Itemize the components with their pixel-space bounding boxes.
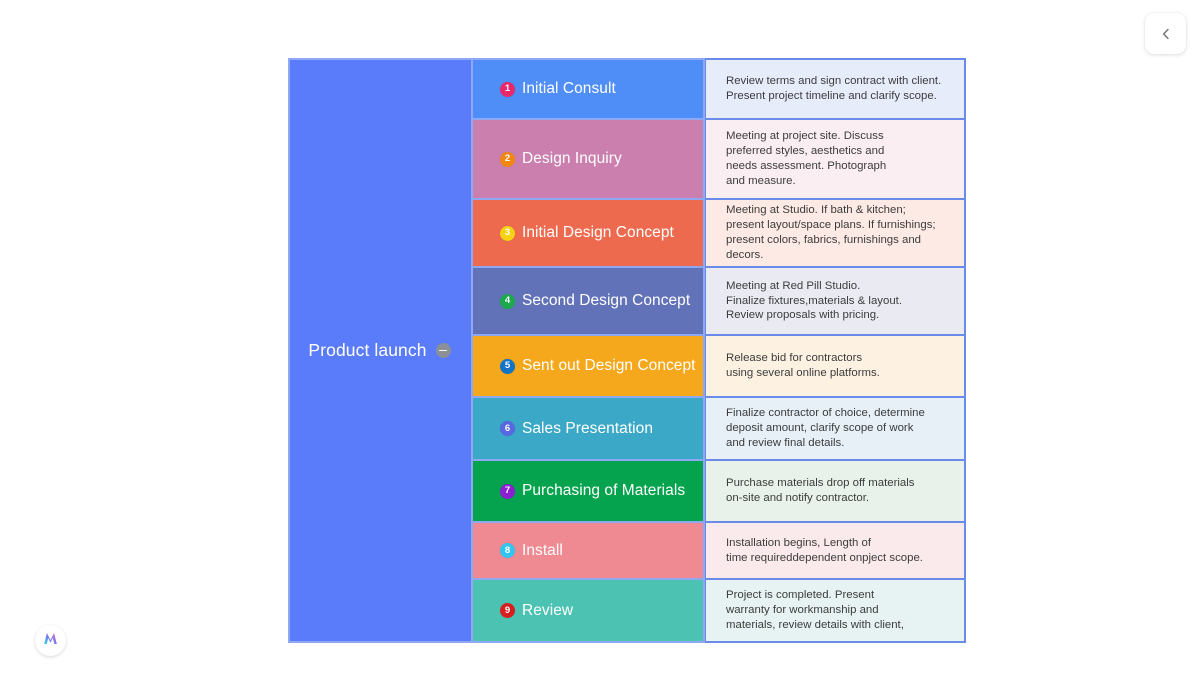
process-row: 6 Sales Presentation Finalize contractor o… [472,396,966,459]
stage-label-cell[interactable]: 9 Review [472,578,705,643]
stage-description-cell[interactable]: Meeting at Studio. If bath & kitchen; pr… [705,198,966,266]
chevron-left-icon [1159,27,1173,41]
process-row: 1 Initial Consult Review terms and sign co… [472,58,966,118]
stage-label-text: Initial Consult [522,80,616,97]
stage-label-cell[interactable]: 1 Initial Consult [472,58,705,118]
stage-description-cell[interactable]: Finalize contractor of choice, determine… [705,396,966,459]
stage-description-text: Review terms and sign contract with clie… [726,75,942,102]
stage-label-text: Initial Design Concept [522,224,674,241]
stage-description-text: Meeting at project site. Discuss preferr… [726,130,887,187]
stage-description-text: Meeting at Red Pill Studio. Finalize fix… [726,279,902,322]
process-row: 4 Second Design Concept Meeting at Red Pil… [472,266,966,334]
stage-description-text: Purchase materials drop off materials on… [726,477,915,504]
stage-label-text: Second Design Concept [522,292,691,309]
stage-description-text: Meeting at Studio. If bath & kitchen; pr… [726,204,936,261]
stage-label-cell[interactable]: 6 Sales Presentation [472,396,705,459]
process-row: 5 Sent out Design Concept Release bid for … [472,334,966,396]
stage-label-text: Design Inquiry [522,150,622,167]
stage-label-cell[interactable]: 7 Purchasing of Materials [472,459,705,521]
stage-label-text: Install [522,541,563,559]
stage-number-badge: 9 [500,603,515,618]
stage-number-badge: 8 [500,543,515,558]
stage-number-badge: 2 [500,151,515,167]
stage-label-text: Purchasing of Materials [522,482,686,499]
stage-description-cell[interactable]: Meeting at Red Pill Studio. Finalize fix… [705,266,966,334]
mindmap-logo-icon [41,629,60,653]
stage-description-cell[interactable]: Meeting at project site. Discuss preferr… [705,118,966,198]
stage-label-text: Review [522,601,574,619]
process-row: 7 Purchasing of Materials Purchase materia… [472,459,966,521]
stage-number-badge: 4 [500,293,515,309]
stage-number-badge: 6 [500,421,515,436]
stage-description-cell[interactable]: Installation begins, Length of time requ… [705,521,966,578]
collapse-panel-button[interactable] [1145,13,1186,54]
process-row: 8 Install Installation begins, Length of t… [472,521,966,578]
stage-label-cell[interactable]: 8 Install [472,521,705,578]
stage-description-text: Installation begins, Length of time requ… [726,536,923,564]
stage-description-cell[interactable]: Project is completed. Present warranty f… [705,578,966,643]
stage-description-text: Finalize contractor of choice, determine… [726,407,925,449]
stage-label-text: Sent out Design Concept [522,357,696,374]
stage-number-badge: 1 [500,81,515,97]
stage-label-cell[interactable]: 4 Second Design Concept [472,266,705,334]
process-row: 2 Design Inquiry Meeting at project site. … [472,118,966,198]
root-node[interactable]: Product launch [288,58,472,643]
stage-label-cell[interactable]: 2 Design Inquiry [472,118,705,198]
process-diagram: Product launch 1 Initial Consult Review te… [288,58,966,643]
stage-description-text: Project is completed. Present warranty f… [726,589,904,631]
process-row: 9 Review Project is completed. Present war… [472,578,966,643]
process-row: 3 Initial Design Concept Meeting at Studio… [472,198,966,266]
process-rows: 1 Initial Consult Review terms and sign co… [472,58,966,643]
stage-description-text: Release bid for contractors using severa… [726,352,880,379]
brand-logo[interactable] [35,625,66,656]
minus-circle-icon[interactable] [435,343,451,358]
stage-label-text: Sales Presentation [522,419,654,437]
root-node-title: Product launch [308,340,427,360]
stage-description-cell[interactable]: Purchase materials drop off materials on… [705,459,966,521]
stage-number-badge: 5 [500,358,515,374]
stage-description-cell[interactable]: Release bid for contractors using severa… [705,334,966,396]
stage-description-cell[interactable]: Review terms and sign contract with clie… [705,58,966,118]
stage-label-cell[interactable]: 3 Initial Design Concept [472,198,705,266]
stage-label-cell[interactable]: 5 Sent out Design Concept [472,334,705,396]
stage-number-badge: 7 [500,483,515,499]
stage-number-badge: 3 [500,225,515,241]
